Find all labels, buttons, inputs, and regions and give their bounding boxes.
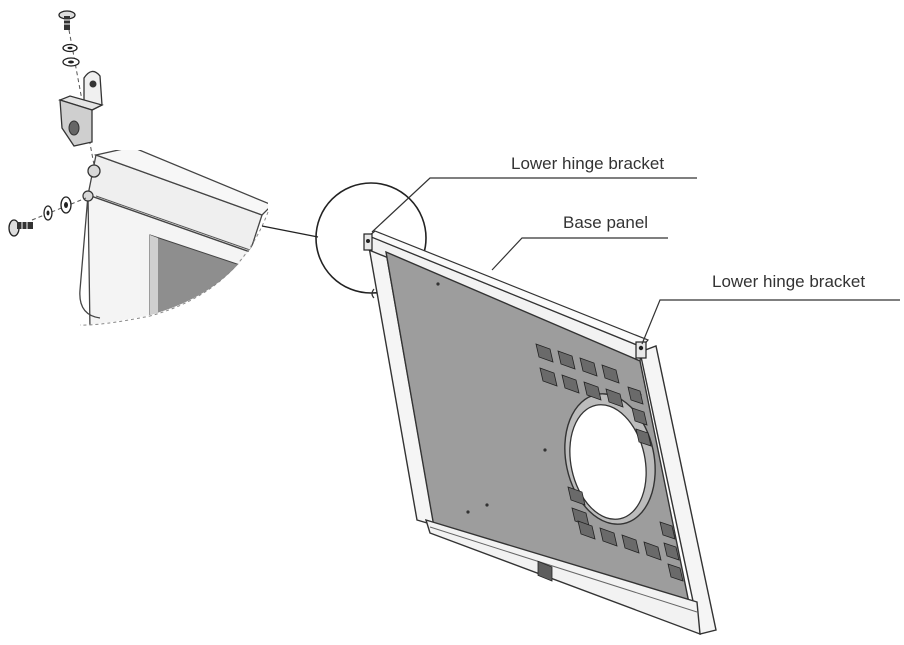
- label-lower-hinge-bracket-top: Lower hinge bracket: [511, 154, 664, 173]
- screw-hole-icon: [82, 190, 94, 202]
- screw-icon: [58, 10, 76, 30]
- leader-line: [641, 299, 900, 345]
- base-panel-assembly: [363, 230, 717, 636]
- magnifier-circle: [315, 182, 427, 294]
- screw-hole-icon: [87, 164, 101, 178]
- hinge-bracket-right-icon: [635, 341, 647, 359]
- vent-slot-grid-top: [535, 343, 652, 447]
- hinge-bracket-icon: [58, 70, 104, 147]
- leader-line: [491, 237, 668, 271]
- screw-icon: [8, 219, 33, 237]
- label-base-panel: Base panel: [563, 213, 648, 232]
- panel-corner-detail: [87, 150, 268, 325]
- detail-inset: [8, 10, 269, 326]
- leader-line: [371, 177, 697, 233]
- vent-slot-grid-bottom: [567, 486, 684, 582]
- vent-slots: [537, 560, 553, 582]
- hinge-bracket-left-icon: [363, 233, 373, 251]
- detail-connector-line: [261, 225, 319, 238]
- label-lower-hinge-bracket-right: Lower hinge bracket: [712, 272, 865, 291]
